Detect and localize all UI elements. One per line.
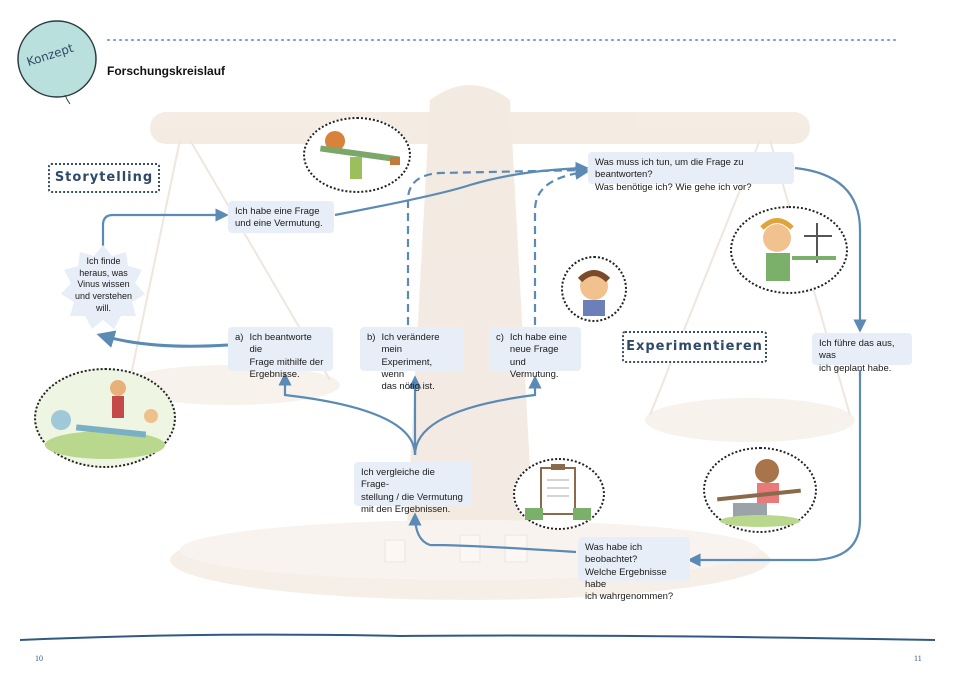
box-beobachtet: Was habe ich beobachtet? Welche Ergebnis… [578,537,690,602]
box-frage-vermutung: Ich habe eine Frage und eine Vermutung. [228,201,334,233]
box-c-neue-frage: c) Ich habe eine neue Frage und Vermutun… [489,327,581,380]
bottom-wave-line [19,633,936,641]
experimentieren-label: Experimentieren [622,331,767,363]
seesaw-illustration [303,117,411,193]
page-number-right: 11 [914,654,922,663]
starburst-shape [61,245,145,329]
flow-arrows [96,161,867,567]
experiment-child-illustration [703,447,817,533]
box-a-beantworte: a) Ich beantworte die Frage mithilfe der… [228,327,333,380]
storytelling-label: Storytelling [48,163,160,193]
scale-child-illustration [730,206,848,294]
box-fuehre-aus: Ich führe das aus, was ich geplant habe. [812,333,912,374]
box-b-veraendere: b) Ich verändere mein Experiment, wenn d… [360,327,464,392]
konzept-balloon-icon [17,20,97,105]
page-title: Forschungskreislauf [107,64,226,78]
children-seesaw-illustration [34,368,176,468]
box-was-muss-ich-tun: Was muss ich tun, um die Frage zu beantw… [588,152,794,193]
thinking-child-illustration [561,256,627,322]
page-number-left: 10 [35,654,43,663]
clipboard-illustration [513,458,605,530]
box-vergleiche: Ich vergleiche die Frage- stellung / die… [354,462,472,515]
starburst-text: Ich finde heraus, was Vinus wissen und v… [74,256,133,313]
